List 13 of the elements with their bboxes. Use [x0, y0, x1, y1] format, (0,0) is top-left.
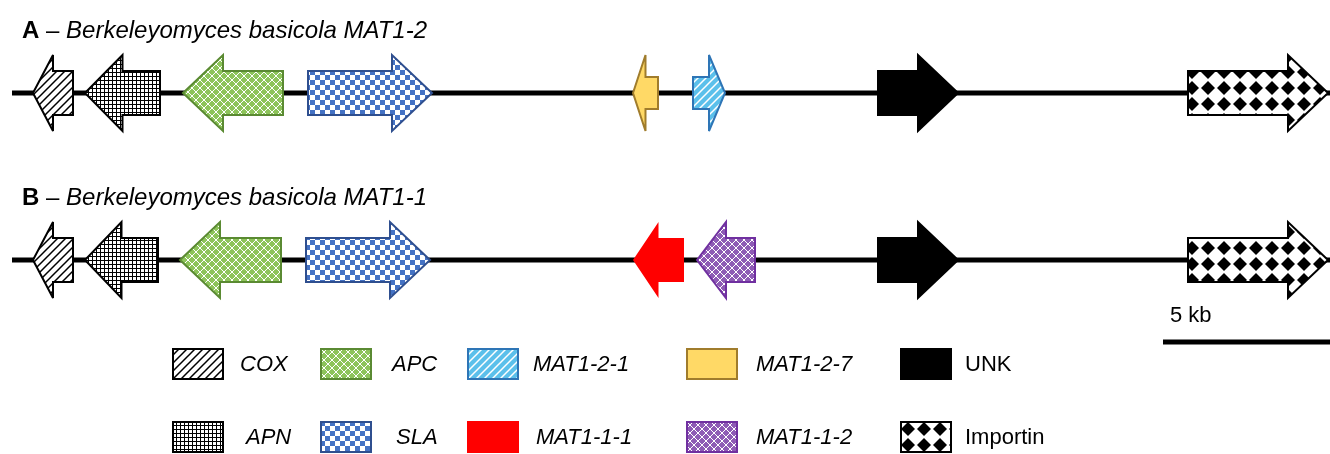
legend-label: MAT1-1-1 [536, 424, 633, 450]
scale-label: 5 kb [1170, 302, 1212, 328]
legend-label: Importin [965, 424, 1045, 450]
legend-label: COX [240, 351, 288, 377]
legend-label: SLA [396, 424, 438, 450]
legend-label: APN [246, 424, 292, 450]
track-heading: B – Berkeleyomyces basicola MAT1-1 [22, 183, 428, 211]
legend-label: APC [392, 351, 438, 377]
legend-label: MAT1-2-7 [756, 351, 853, 377]
legend-label: MAT1-2-1 [533, 351, 630, 377]
legend-label: MAT1-1-2 [756, 424, 853, 450]
track-heading: A – Berkeleyomyces basicola MAT1-2 [22, 16, 428, 44]
legend-label: UNK [965, 351, 1012, 377]
